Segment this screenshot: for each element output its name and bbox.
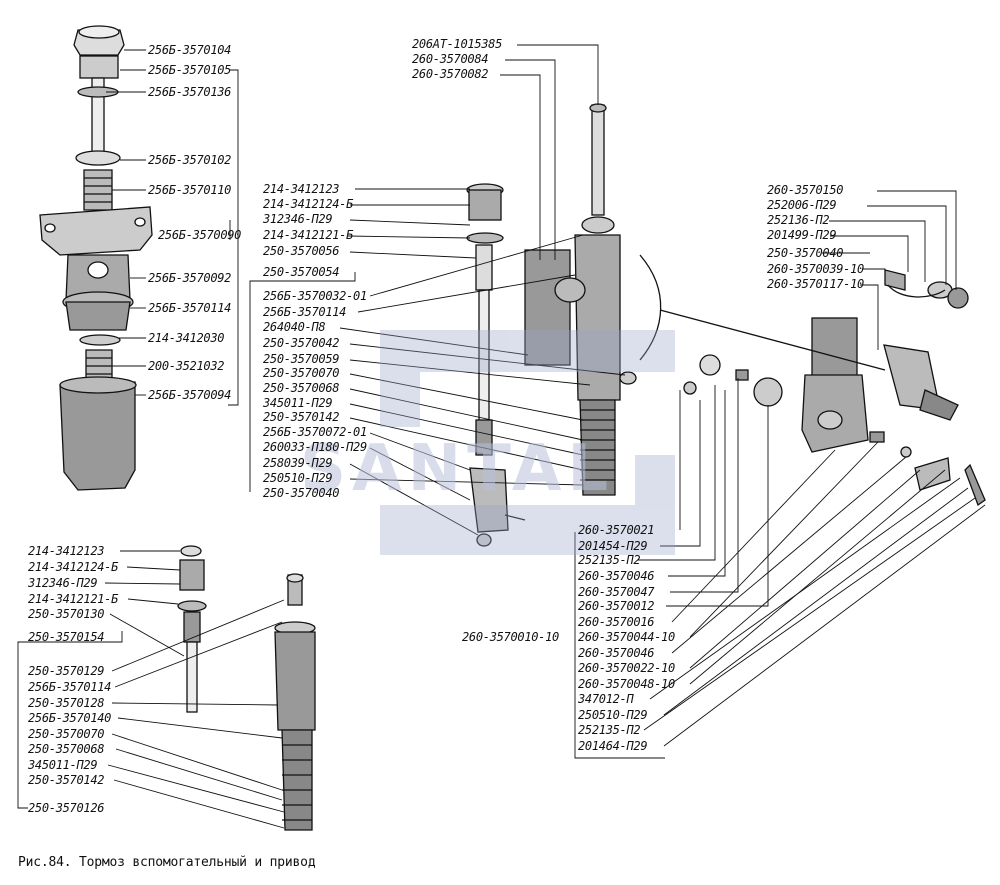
part-label: 201464-П29 bbox=[578, 739, 648, 753]
leader-lines bbox=[17, 44, 986, 829]
part-label: 256Б-3570114 bbox=[148, 301, 232, 315]
part-label: 252006-П29 bbox=[767, 198, 837, 212]
part-label: 250-3570056 bbox=[263, 244, 340, 258]
part-label: 250-3570130 bbox=[28, 607, 105, 621]
part-label: 260-3570046 bbox=[578, 569, 655, 583]
part-label: 250-3570126 bbox=[28, 801, 105, 815]
part-label: 256Б-3570092 bbox=[148, 271, 232, 285]
part-label: 214-3412030 bbox=[148, 331, 225, 345]
part-label: 250-3570040 bbox=[767, 246, 844, 260]
part-label: 214-3412121-Б bbox=[28, 592, 119, 606]
part-label: 312346-П29 bbox=[263, 212, 333, 226]
part-label: 250-3570142 bbox=[263, 410, 340, 424]
part-label: 250-3570070 bbox=[263, 366, 340, 380]
part-label: 214-3412124-Б bbox=[28, 560, 119, 574]
part-label: 256Б-3570140 bbox=[28, 711, 112, 725]
part-label: 206АТ-1015385 bbox=[412, 37, 503, 51]
part-label: 260-3570044-10 bbox=[578, 630, 675, 644]
part-label: 214-3412124-Б bbox=[263, 197, 354, 211]
part-label: 256Б-3570032-01 bbox=[263, 289, 367, 303]
part-label: 260-3570082 bbox=[412, 67, 489, 81]
part-label: 256Б-3570136 bbox=[148, 85, 232, 99]
part-label: 258039-П29 bbox=[263, 456, 333, 470]
part-label: 256Б-3570114 bbox=[28, 680, 112, 694]
part-label: 260-3570047 bbox=[578, 585, 655, 599]
part-label: 260-3570039-10 bbox=[767, 262, 864, 276]
part-label: 256Б-3570090 bbox=[158, 228, 242, 242]
part-label: 260033-П180-П29 bbox=[263, 440, 367, 454]
part-label: 250-3570054 bbox=[263, 265, 340, 279]
part-label: 260-3570084 bbox=[412, 52, 489, 66]
part-label: 250-3570068 bbox=[263, 381, 340, 395]
part-label: 264040-П8 bbox=[263, 320, 326, 334]
part-label: 250-3570154 bbox=[28, 630, 105, 644]
part-label: 250-3570059 bbox=[263, 352, 340, 366]
part-label: 256Б-3570104 bbox=[148, 43, 232, 57]
part-label: 250-3570070 bbox=[28, 727, 105, 741]
part-label: 256Б-3570114 bbox=[263, 305, 347, 319]
watermark-logo bbox=[380, 330, 675, 555]
part-label: 260-3570022-10 bbox=[578, 661, 675, 675]
middle-piston-parts bbox=[466, 183, 526, 547]
part-label: 214-3412123 bbox=[263, 182, 340, 196]
assembly-label: 260-3570010-10 bbox=[462, 630, 559, 644]
part-label: 345011-П29 bbox=[28, 758, 98, 772]
part-label: 201454-П29 bbox=[578, 539, 648, 553]
part-label: 260-3570046 bbox=[578, 646, 655, 660]
upper-left-valve-assembly bbox=[39, 25, 153, 491]
part-label: 250510-П29 bbox=[578, 708, 648, 722]
part-label: 201499-П29 bbox=[767, 228, 837, 242]
part-label: 250-3570142 bbox=[28, 773, 105, 787]
part-label: 252135-П2 bbox=[578, 553, 641, 567]
part-label: 256Б-3570110 bbox=[148, 183, 232, 197]
part-label: 214-3412121-Б bbox=[263, 228, 354, 242]
part-label: 250-3570068 bbox=[28, 742, 105, 756]
central-cylinder bbox=[524, 103, 662, 496]
part-label: 256Б-3570102 bbox=[148, 153, 232, 167]
part-label: 312346-П29 bbox=[28, 576, 98, 590]
part-label: 345011-П29 bbox=[263, 396, 333, 410]
part-label: 250-3570042 bbox=[263, 336, 340, 350]
part-label: 347012-П bbox=[578, 692, 634, 706]
part-label: 260-3570048-10 bbox=[578, 677, 675, 691]
right-linkage-assembly bbox=[659, 269, 986, 507]
part-label: 260-3570016 bbox=[578, 615, 655, 629]
part-label: 200-3521032 bbox=[148, 359, 225, 373]
part-label: 256Б-3570094 bbox=[148, 388, 232, 402]
part-label: 260-3570021 bbox=[578, 523, 655, 537]
part-label: 256Б-3570105 bbox=[148, 63, 232, 77]
figure-caption: Рис.84. Тормоз вспомогательный и привод bbox=[18, 855, 316, 870]
part-label: 260-3570012 bbox=[578, 599, 655, 613]
part-label: 250-3570128 bbox=[28, 696, 105, 710]
part-label: 250510-П29 bbox=[263, 471, 333, 485]
lower-left-assembly bbox=[177, 545, 316, 831]
part-label: 250-3570129 bbox=[28, 664, 105, 678]
part-label: 260-3570117-10 bbox=[767, 277, 864, 291]
part-label: 252135-П2 bbox=[578, 723, 641, 737]
part-label: 252136-П2 bbox=[767, 213, 830, 227]
part-label: 256Б-3570072-01 bbox=[263, 425, 367, 439]
part-label: 260-3570150 bbox=[767, 183, 844, 197]
part-label: 214-3412123 bbox=[28, 544, 105, 558]
part-label: 250-3570040 bbox=[263, 486, 340, 500]
